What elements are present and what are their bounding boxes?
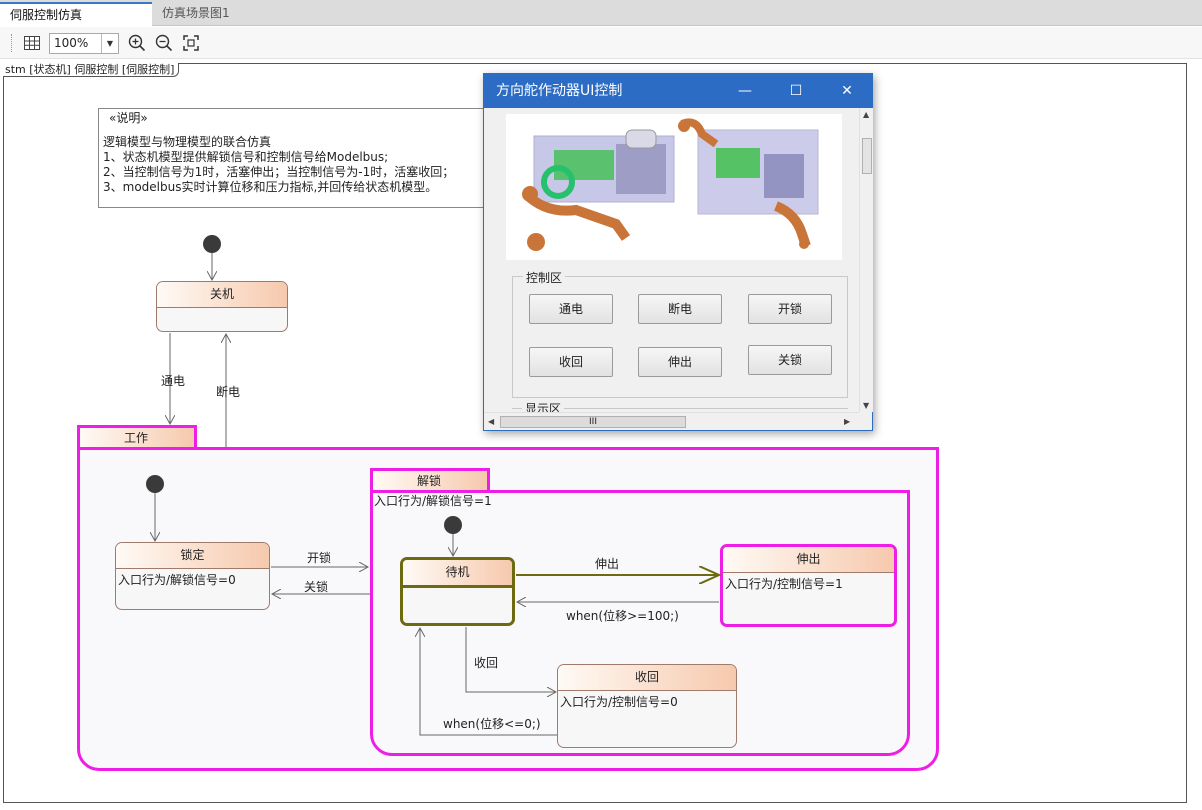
diagram-canvas[interactable]: stm [状态机] 伺服控制 [伺服控制] «说明» 逻辑模型与物理模型的联合仿…: [0, 60, 1202, 810]
state-unlocked-name: 解锁: [417, 474, 442, 488]
state-retract-entry: 入口行为/控制信号=0: [560, 695, 678, 709]
note-stereotype: «说明»: [109, 111, 148, 125]
scroll-right-icon[interactable]: ▶: [844, 417, 851, 426]
fit-to-window-icon[interactable]: [181, 33, 201, 53]
initial-node-unlocked: [444, 516, 462, 534]
lock-button[interactable]: 关锁: [748, 345, 832, 375]
tab-servo-control-sim[interactable]: 伺服控制仿真: [0, 2, 152, 26]
zoom-select[interactable]: 100% ▼: [49, 33, 119, 54]
transition-lock-label[interactable]: 关锁: [304, 580, 329, 594]
diagram-frame: [3, 63, 1187, 803]
grid-icon[interactable]: [22, 33, 42, 53]
power-off-button[interactable]: 断电: [638, 294, 722, 324]
control-group: 控制区 通电 断电 开锁 收回 伸出 关锁: [512, 269, 848, 398]
control-group-label: 控制区: [523, 269, 566, 286]
state-extend-name: 伸出: [723, 547, 894, 573]
actuator-3d-image: [506, 114, 842, 260]
power-on-button[interactable]: 通电: [529, 294, 613, 324]
initial-node-work: [146, 475, 164, 493]
vertical-scroll-thumb[interactable]: [862, 138, 872, 174]
zoom-out-icon[interactable]: [154, 33, 174, 53]
scroll-left-icon[interactable]: ◀: [488, 417, 495, 426]
state-extend-entry: 入口行为/控制信号=1: [725, 577, 843, 591]
tab-sim-scene-1[interactable]: 仿真场景图1: [162, 6, 230, 20]
transition-power-on-label[interactable]: 通电: [161, 374, 186, 388]
horizontal-scroll-thumb[interactable]: III: [500, 416, 686, 428]
extend-button[interactable]: 伸出: [638, 347, 722, 377]
dialog-client-area: 控制区 通电 断电 开锁 收回 伸出 关锁 显示区: [484, 108, 859, 412]
state-unlocked-entry: 入口行为/解锁信号=1: [374, 494, 492, 508]
unlock-button[interactable]: 开锁: [748, 294, 832, 324]
state-work-name: 工作: [124, 431, 149, 445]
dialog-title-bar[interactable]: 方向舵作动器UI控制: [484, 74, 872, 108]
note-line: 逻辑模型与物理模型的联合仿真: [103, 135, 272, 149]
description-note[interactable]: «说明» 逻辑模型与物理模型的联合仿真 1、状态机模型提供解锁信号和控制信号给M…: [98, 108, 498, 208]
composite-state-work-tab[interactable]: 工作: [77, 425, 197, 447]
display-group-label: 显示区: [522, 400, 565, 412]
dialog-vertical-scrollbar[interactable]: ▲ ▼: [859, 108, 873, 412]
transition-power-off-label[interactable]: 断电: [216, 385, 241, 399]
initial-node-top: [203, 235, 221, 253]
scroll-up-icon[interactable]: ▲: [863, 110, 870, 119]
state-locked-name: 锁定: [116, 543, 269, 569]
transition-extend-done-label[interactable]: when(位移>=100;): [566, 609, 679, 623]
transition-retract-done-label[interactable]: when(位移<=0;): [443, 717, 541, 731]
state-off[interactable]: 关机: [156, 281, 288, 332]
diagram-frame-label: stm [状态机] 伺服控制 [伺服控制]: [3, 63, 180, 77]
state-locked[interactable]: 锁定 入口行为/解锁信号=0: [115, 542, 270, 610]
retract-button[interactable]: 收回: [529, 347, 613, 377]
note-line: 1、状态机模型提供解锁信号和控制信号给Modelbus;: [103, 150, 389, 164]
dialog-title: 方向舵作动器UI控制: [496, 83, 623, 99]
minimize-button[interactable]: —: [738, 83, 752, 99]
state-extend[interactable]: 伸出 入口行为/控制信号=1: [720, 544, 897, 627]
close-button[interactable]: ✕: [841, 83, 853, 99]
diagram-toolbar: 100% ▼: [0, 27, 1202, 59]
note-line: 3、modelbus实时计算位移和压力指标,并回传给状态机模型。: [103, 180, 438, 194]
transition-lines: [146, 235, 1202, 736]
zoom-value: 100%: [54, 36, 89, 50]
transition-unlock-label[interactable]: 开锁: [307, 551, 332, 565]
transition-extend-label[interactable]: 伸出: [595, 557, 620, 571]
chevron-down-icon[interactable]: ▼: [101, 34, 118, 53]
dialog-horizontal-scrollbar[interactable]: ◀ III ▶: [484, 412, 859, 430]
scroll-down-icon[interactable]: ▼: [863, 401, 870, 410]
actuator-control-dialog[interactable]: 方向舵作动器UI控制 — ☐ ✕: [483, 73, 873, 431]
document-tab-bar: 伺服控制仿真 仿真场景图1: [0, 0, 1202, 26]
state-standby-name: 待机: [403, 560, 512, 588]
state-off-name: 关机: [157, 282, 287, 308]
composite-state-unlocked-tab[interactable]: 解锁: [370, 468, 490, 490]
zoom-in-icon[interactable]: [127, 33, 147, 53]
toolbar-grip[interactable]: [11, 34, 13, 52]
maximize-button[interactable]: ☐: [789, 83, 803, 99]
state-retract[interactable]: 收回 入口行为/控制信号=0: [557, 664, 737, 748]
display-group: 显示区: [512, 400, 848, 412]
note-line: 2、当控制信号为1时，活塞伸出；当控制信号为-1时，活塞收回；: [103, 165, 455, 179]
state-retract-name: 收回: [558, 665, 736, 691]
state-locked-entry: 入口行为/解锁信号=0: [118, 573, 236, 587]
transition-retract-label[interactable]: 收回: [474, 656, 499, 670]
state-standby[interactable]: 待机: [400, 557, 515, 626]
